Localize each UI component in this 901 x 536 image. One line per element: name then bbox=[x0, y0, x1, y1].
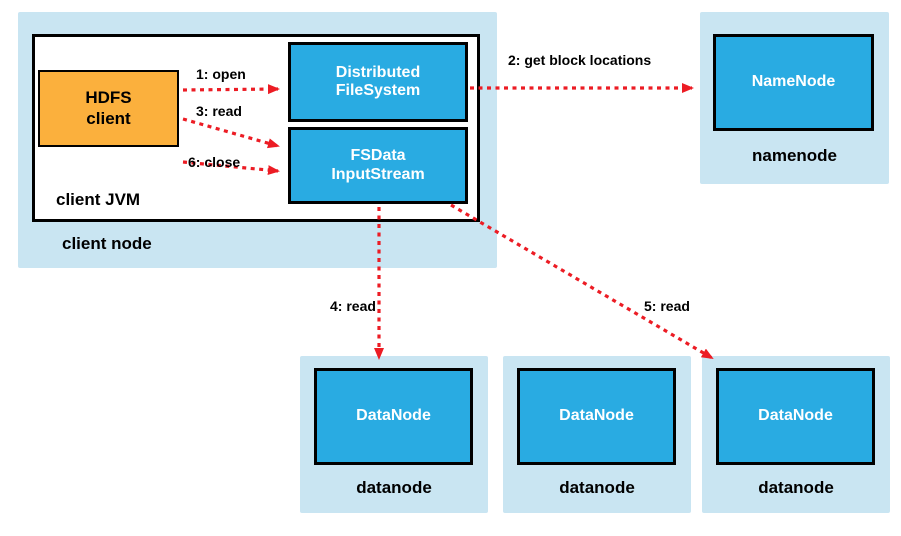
datanode-label-3: datanode bbox=[758, 478, 834, 497]
datanode-label-1: datanode bbox=[356, 478, 432, 497]
arrow-label-6-close: 6: close bbox=[188, 154, 241, 170]
datanode-box-3: DataNode bbox=[716, 368, 875, 465]
namenode-label: namenode bbox=[751, 146, 838, 165]
namenode-container: NameNode namenode bbox=[700, 12, 889, 184]
hdfs-client-box: HDFS client bbox=[38, 70, 179, 147]
arrow-label-4-read: 4: read bbox=[330, 298, 376, 314]
datanode-container-2: DataNode datanode bbox=[503, 356, 691, 513]
fsdata-inputstream-box: FSData InputStream bbox=[288, 127, 468, 204]
distributed-filesystem-box: Distributed FileSystem bbox=[288, 42, 468, 122]
arrow-label-3-read: 3: read bbox=[196, 103, 242, 119]
client-jvm-label: client JVM bbox=[56, 190, 141, 209]
datanode-box-2: DataNode bbox=[517, 368, 676, 465]
datanode-container-1: DataNode datanode bbox=[300, 356, 488, 513]
namenode-box: NameNode bbox=[713, 34, 874, 131]
datanode-container-3: DataNode datanode bbox=[702, 356, 890, 513]
client-node-label: client node bbox=[62, 234, 152, 253]
arrow-label-2-get-block-locations: 2: get block locations bbox=[508, 52, 652, 68]
arrow-label-5-read: 5: read bbox=[644, 298, 690, 314]
datanode-box-1: DataNode bbox=[314, 368, 473, 465]
arrow-label-1-open: 1: open bbox=[196, 66, 246, 82]
datanode-label-2: datanode bbox=[559, 478, 635, 497]
